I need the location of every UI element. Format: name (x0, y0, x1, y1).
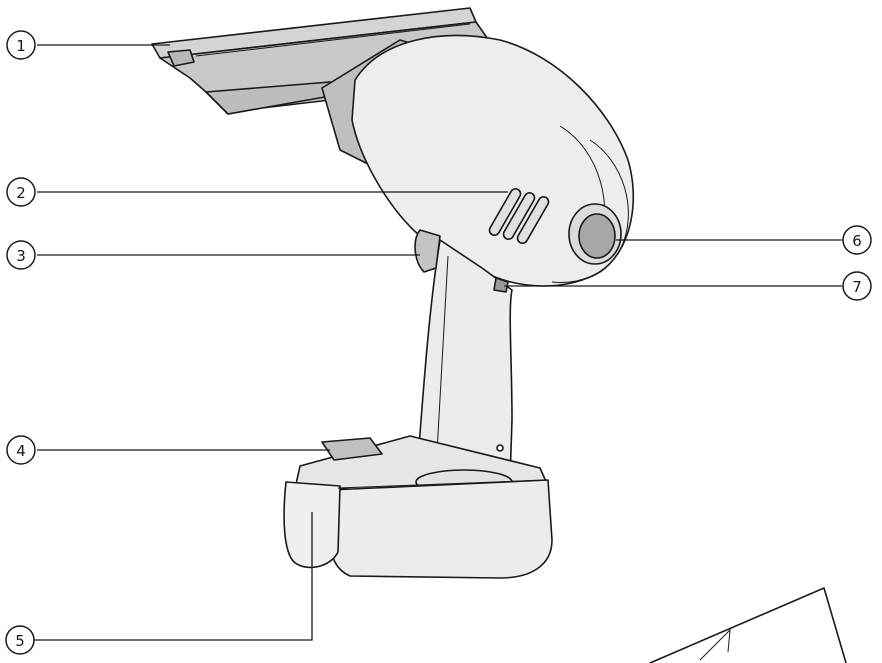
callout-5: 5 (5, 625, 35, 655)
battery-base (283, 435, 553, 579)
leader-lines (34, 44, 842, 641)
callout-label-6: 6 (852, 232, 862, 250)
callout-1: 1 (6, 30, 36, 60)
leader-5 (34, 512, 313, 641)
callout-label-2: 2 (16, 184, 26, 202)
package-flap (699, 628, 731, 661)
motor-housing (351, 34, 634, 287)
callout-4: 4 (6, 435, 36, 465)
exhaust-cap (568, 203, 622, 265)
release-button (493, 277, 509, 293)
callout-label-7: 7 (852, 278, 862, 296)
package-corner (649, 587, 847, 663)
callout-6: 6 (842, 225, 872, 255)
callout-7: 7 (842, 271, 872, 301)
callout-label-1: 1 (16, 37, 26, 55)
callout-label-5: 5 (15, 632, 25, 650)
callout-3: 3 (6, 240, 36, 270)
trigger (414, 229, 441, 273)
callout-2: 2 (6, 177, 36, 207)
callout-label-4: 4 (16, 442, 26, 460)
vent-grille (488, 188, 550, 244)
callout-label-3: 3 (16, 247, 26, 265)
battery-latch (321, 437, 383, 461)
